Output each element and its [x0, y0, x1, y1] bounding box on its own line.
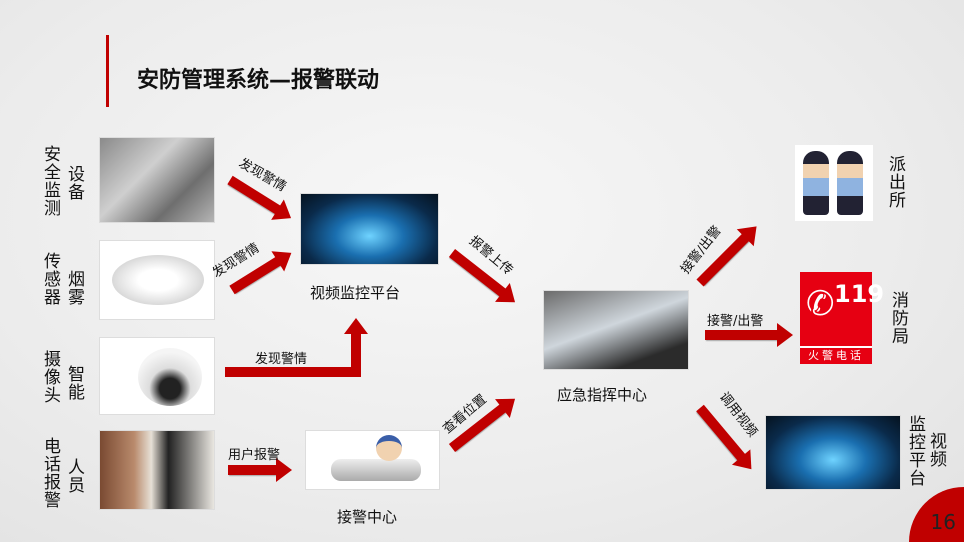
alarm-center-image	[305, 430, 440, 490]
arrow-discover-3-head	[344, 318, 368, 334]
video-platform-label-2a: 监控平台	[905, 415, 925, 487]
arrow-dispatch-fire	[705, 323, 793, 347]
source-label-3b: 智能	[64, 365, 84, 401]
command-center-label: 应急指挥中心	[557, 386, 648, 404]
title-accent-bar	[106, 35, 109, 107]
arrow-label-discover-3: 发现警情	[255, 352, 308, 367]
source-label-2a: 传感器	[40, 252, 60, 306]
source-label-2b: 烟雾	[64, 270, 84, 306]
fire-119-logo: ✆ 119 火警电话	[800, 272, 884, 364]
page-number-badge: 16	[909, 487, 964, 542]
source-label-4b: 人员	[64, 458, 84, 494]
video-platform-label: 视频监控平台	[310, 284, 401, 302]
page-number: 16	[930, 510, 956, 534]
video-platform-label-2b: 视频	[926, 432, 946, 468]
arrow-user-report	[228, 458, 292, 482]
smart-camera-image	[99, 337, 215, 415]
video-platform-image	[300, 193, 439, 265]
video-platform-image-2	[765, 415, 901, 490]
police-station-label: 派出所	[885, 155, 905, 209]
source-label-1b: 设备	[64, 165, 84, 201]
alarm-center-label: 接警中心	[337, 508, 398, 526]
arrow-discover-3-horizontal	[225, 367, 361, 377]
arrow-label-dispatch-fire: 接警/出警	[707, 314, 764, 329]
police-image	[795, 145, 873, 221]
command-center-image	[543, 290, 689, 370]
smoke-sensor-image	[99, 240, 215, 320]
fire-logo-text: 火警电话	[800, 346, 872, 364]
arrow-label-user-report: 用户报警	[228, 448, 281, 463]
arrow-discover-3-vertical	[351, 334, 361, 377]
safety-equipment-image	[99, 137, 215, 223]
page-title: 安防管理系统—报警联动	[137, 68, 380, 93]
fire-station-label: 消防局	[888, 291, 908, 345]
source-label-4a: 电话报警	[40, 437, 60, 509]
source-label-3a: 摄像头	[40, 350, 60, 404]
source-label-1a: 安全监测	[40, 145, 60, 217]
phone-call-image	[99, 430, 215, 510]
fire-logo-number: 119	[834, 280, 885, 308]
